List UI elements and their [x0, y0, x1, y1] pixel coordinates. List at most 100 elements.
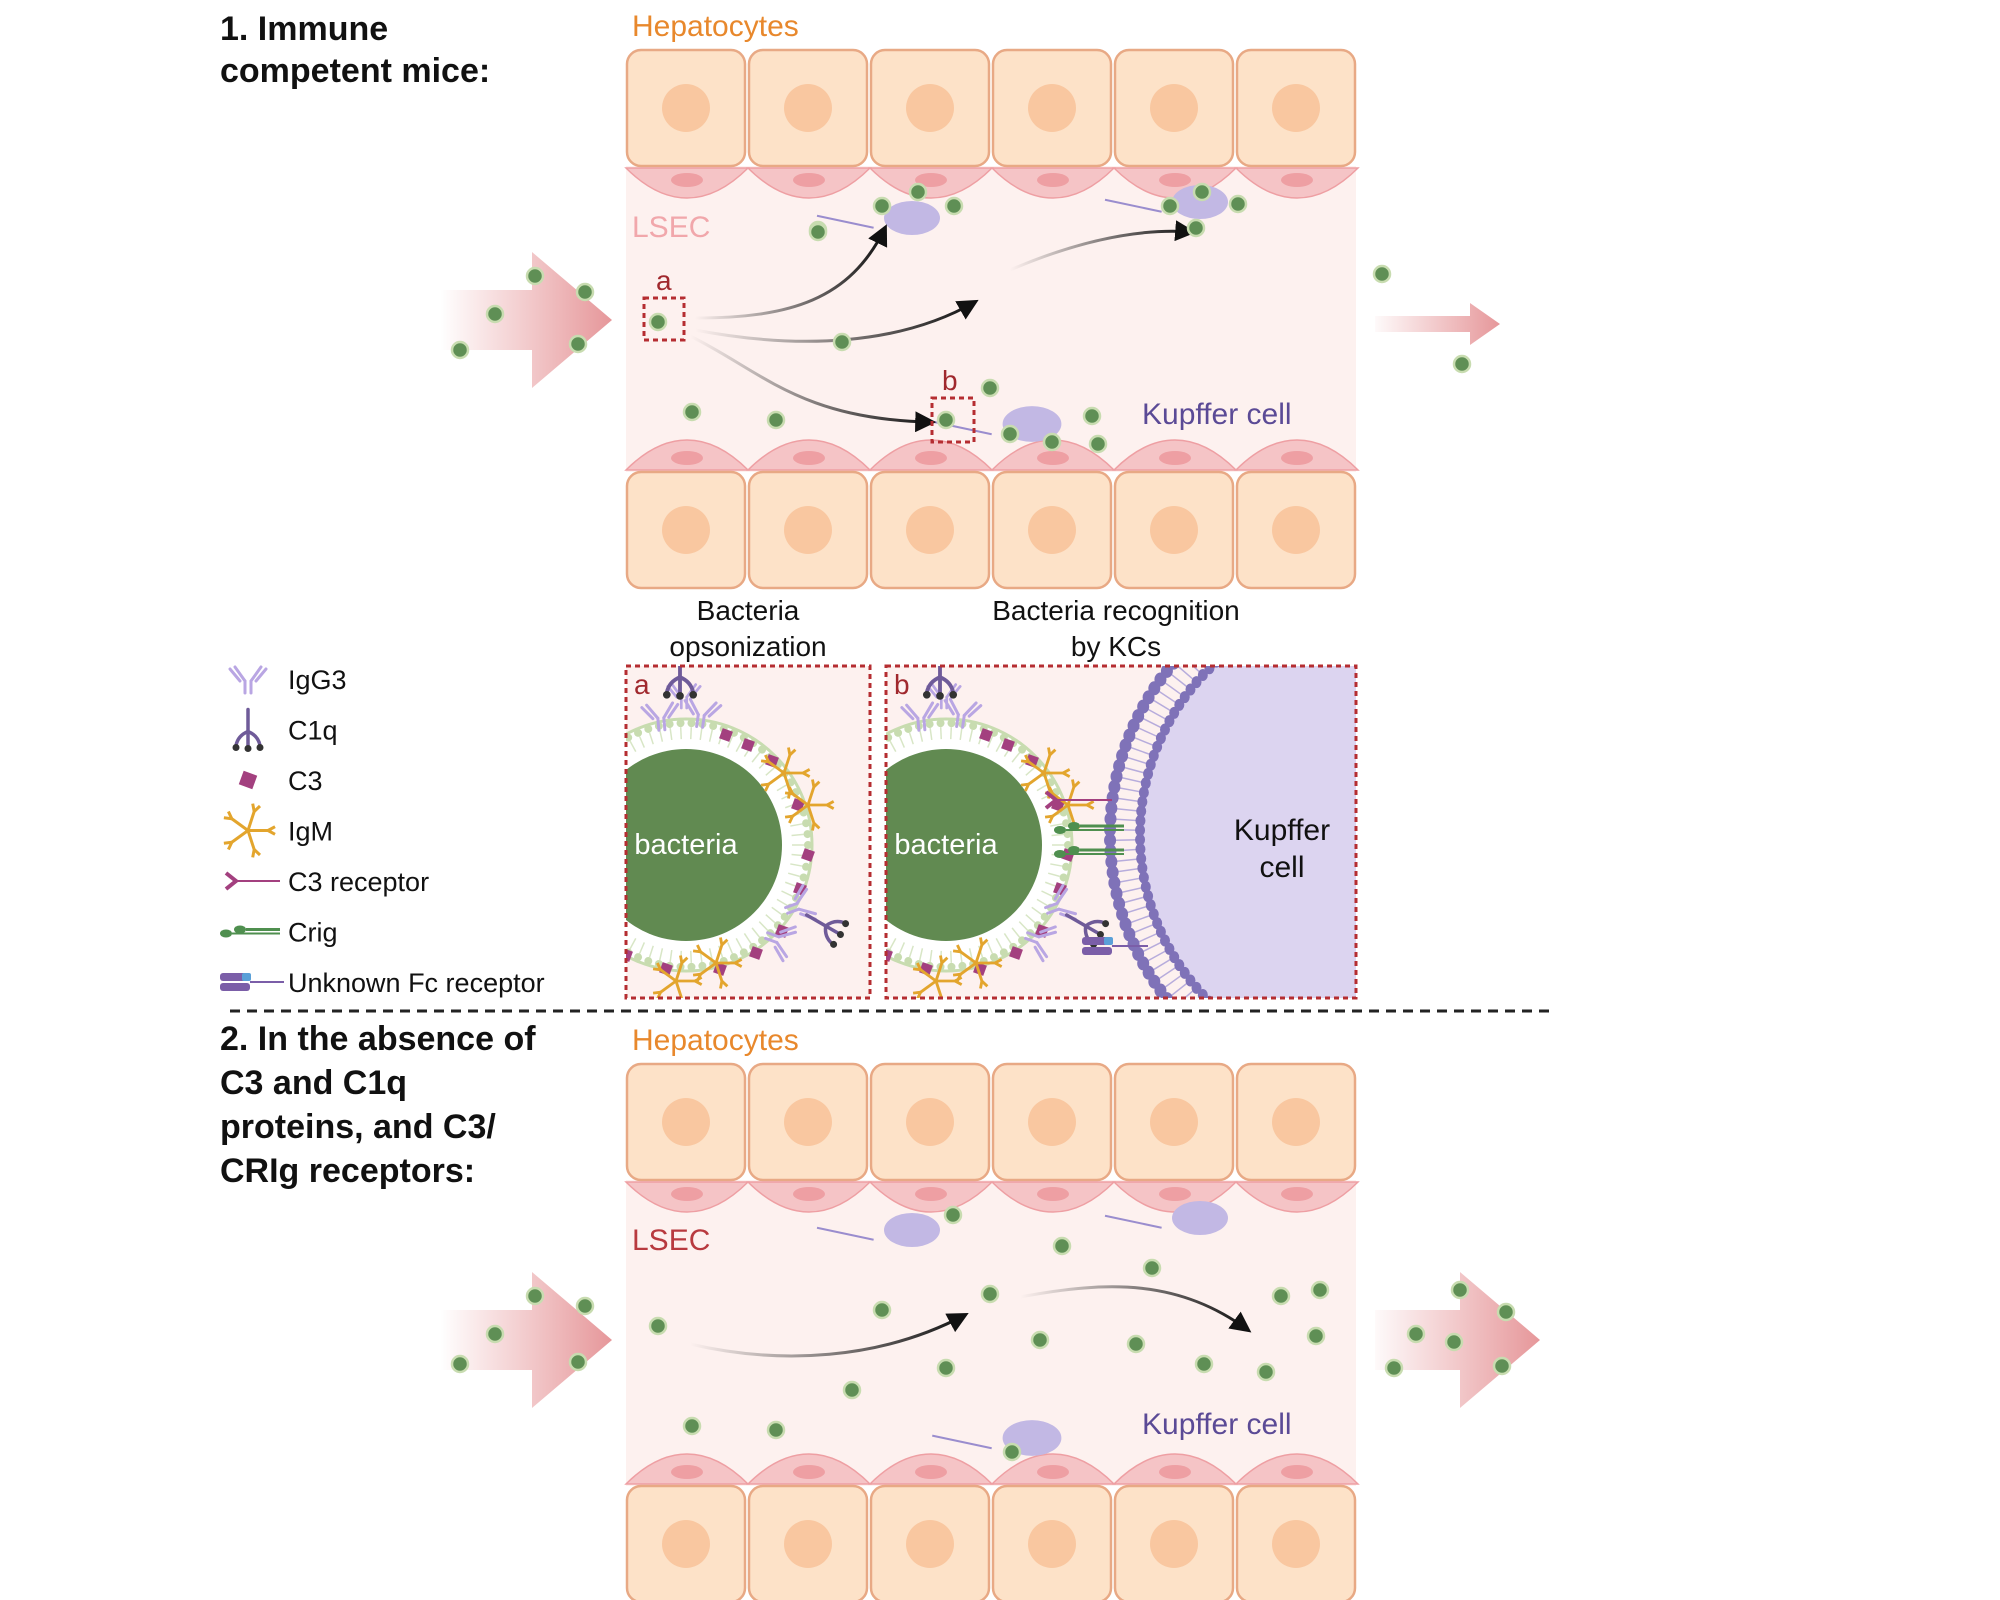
kupffer-membrane-tail	[1206, 666, 1210, 669]
bacterium	[808, 222, 828, 242]
bacterium	[872, 1300, 892, 1320]
section1-outflow-arrow	[1375, 303, 1500, 345]
hepatocyte-nucleus	[906, 1520, 954, 1568]
membrane-tail	[679, 727, 682, 740]
membrane-dot	[709, 722, 718, 731]
bacterium	[1000, 424, 1020, 444]
membrane-tail	[669, 949, 673, 963]
kupffer-membrane-head	[1138, 786, 1149, 799]
bacterium	[485, 304, 505, 324]
kupffer-cell	[1104, 198, 1162, 213]
membrane-dot	[729, 728, 738, 737]
membrane-tail	[690, 727, 693, 740]
bacterium	[1496, 1302, 1516, 1322]
kupffer-membrane-head	[1143, 890, 1154, 903]
lsec-nucleus	[915, 1187, 947, 1201]
hepatocyte-nucleus	[662, 84, 710, 132]
kupffer-membrane-tail	[1230, 1032, 1246, 1057]
caption-a-line2: opsonization	[669, 631, 826, 662]
kupffer-membrane-head	[1233, 638, 1243, 650]
c3-icon	[765, 754, 779, 768]
membrane-tail	[776, 898, 788, 907]
membrane-tail	[735, 937, 743, 950]
membrane-dot	[590, 761, 598, 769]
c3-icon	[238, 770, 258, 790]
inset-b-kupffer-line2: cell	[1259, 851, 1304, 884]
membrane-dot	[564, 809, 572, 817]
bacterium	[1192, 182, 1212, 202]
section1-marker-b-box	[930, 396, 976, 444]
bacterium	[1126, 1334, 1146, 1354]
legend-label: C1q	[288, 716, 338, 746]
membrane-dot	[577, 778, 585, 786]
membrane-dot	[799, 873, 808, 882]
kupffer-membrane-head	[1148, 908, 1159, 921]
membrane-dot	[802, 862, 811, 871]
bacterium	[1492, 1356, 1512, 1376]
inset-b-bacteria-label: bacteria	[894, 829, 998, 861]
kupffer-membrane-head	[1190, 633, 1202, 647]
membrane-dot	[634, 953, 643, 962]
membrane-tail	[968, 948, 973, 961]
bacterium	[1306, 1326, 1326, 1346]
kupffer-membrane-head	[1106, 790, 1119, 805]
membrane-tail	[568, 834, 580, 835]
kupffer-membrane-head	[1275, 1044, 1285, 1056]
membrane-tail	[986, 942, 994, 954]
kupffer-membrane-head	[1241, 1026, 1251, 1038]
kupffer-nucleus	[884, 1213, 940, 1247]
membrane-dot	[947, 719, 956, 728]
hepatocyte-nucleus	[1150, 1098, 1198, 1146]
legend-item: C3 receptor	[224, 867, 429, 897]
kupffer-membrane-head	[1106, 865, 1119, 880]
kupffer-membrane-tail	[1212, 1021, 1230, 1045]
membrane-dot	[568, 884, 576, 892]
kupffer-membrane-tail	[1212, 626, 1230, 650]
c3-icon	[979, 728, 993, 742]
membrane-tail	[604, 760, 612, 769]
membrane-tail	[995, 740, 1003, 753]
membrane-dot	[1064, 841, 1072, 849]
membrane-dot	[626, 733, 633, 742]
bacterium	[832, 332, 852, 352]
kupffer-membrane-head	[1241, 632, 1251, 644]
igg3-icon	[764, 925, 797, 963]
kupffer-membrane-tail	[1204, 1015, 1223, 1038]
kupffer-membrane-head	[1206, 1037, 1218, 1051]
kupffer-membrane-head	[1185, 683, 1196, 696]
membrane-tail	[659, 948, 664, 961]
kupffer-membrane-head	[1110, 886, 1123, 901]
hepatocyte-nucleus	[906, 1098, 954, 1146]
bacterium	[980, 378, 1000, 398]
kupffer-membrane-head	[1249, 1031, 1259, 1043]
hepatocyte-nucleus	[662, 1098, 710, 1146]
membrane-tail	[1036, 783, 1048, 792]
legend-label: Crig	[288, 918, 338, 948]
bacterium	[568, 334, 588, 354]
membrane-dot	[802, 819, 811, 828]
kupffer-membrane-head	[1191, 676, 1202, 689]
bacteria-core	[886, 749, 1042, 941]
bacterium	[944, 196, 964, 216]
section2-hepatocytes-top	[625, 1062, 1357, 1182]
kupffer-membrane-head	[1226, 643, 1236, 655]
legend-item: IgG3	[228, 665, 347, 695]
section1-sinusoid-lumen	[626, 166, 1356, 472]
membrane-tail	[791, 853, 804, 857]
c3-icon	[741, 738, 755, 752]
membrane-tail	[580, 891, 591, 896]
c3-receptor-icon	[224, 871, 280, 891]
membrane-tail	[597, 767, 606, 775]
membrane-dot	[560, 852, 568, 860]
section2-hepatocytes-bottom	[625, 1484, 1357, 1600]
membrane-tail	[758, 921, 769, 931]
membrane-tail	[939, 727, 942, 740]
hepatocyte-nucleus	[662, 1520, 710, 1568]
section2-sinusoid-lumen	[626, 1180, 1356, 1486]
section2-lsec-label: LSEC	[632, 1224, 710, 1257]
section1-marker-a-box	[642, 296, 686, 342]
igm-icon	[692, 937, 743, 989]
membrane-dot	[560, 841, 568, 849]
membrane-dot	[698, 961, 707, 970]
